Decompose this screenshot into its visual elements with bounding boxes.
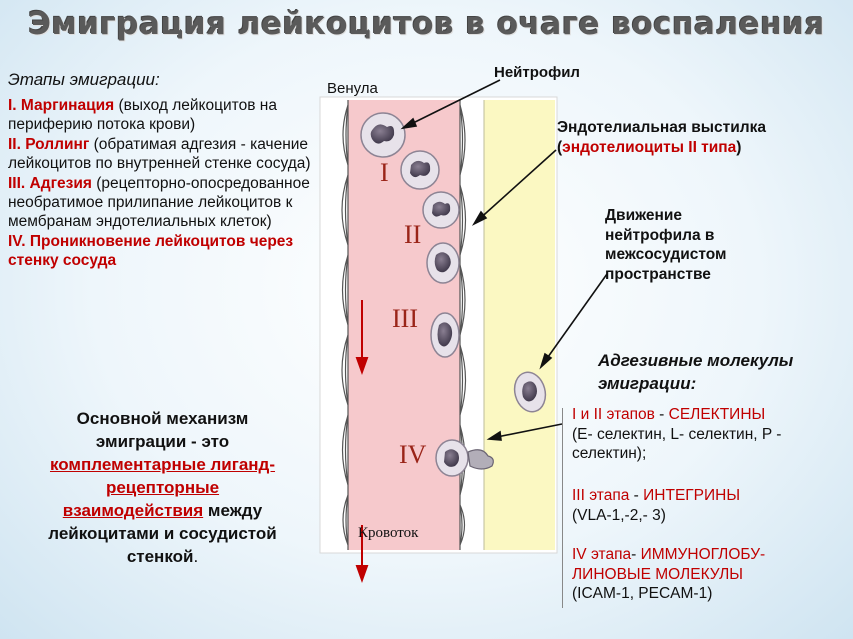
neutrophil-stage4 <box>435 439 494 477</box>
adhesion-integrins: III этапа - ИНТЕГРИНЫ(VLA-1,-2,- 3) <box>572 487 741 524</box>
column-divider <box>562 408 563 608</box>
endothelial-cells-right <box>459 100 467 550</box>
movement-label: Движение нейтрофила в межсосудистом прос… <box>605 207 727 283</box>
stage-text: (рецепторно-опосредованное необратимое п… <box>8 174 310 231</box>
flow-arrows <box>355 300 369 583</box>
stage-label: IV. Проникновение лейкоцитов через стенк… <box>8 232 294 270</box>
stage-numeral-2: II <box>404 220 422 249</box>
adhesion-header: Адгезивные молекулы эмиграции: <box>598 351 794 393</box>
page-title: Эмиграция лейкоцитов в очаге воспаления <box>28 6 825 42</box>
endothelium-label: Эндотелиальная выстилка(эндотелиоциты II… <box>557 119 766 156</box>
vessel-wall-right <box>460 100 484 550</box>
venule-label: Венула <box>327 80 378 97</box>
stage-numeral-3: III <box>392 304 418 333</box>
mechanism-part1: Основной механизм эмиграции - это <box>76 409 249 451</box>
vessel-wall-left <box>322 100 348 550</box>
stage-label: I. Маргинация <box>8 97 115 114</box>
mechanism-highlight: комплементарные лиганд- рецепторные взаи… <box>49 455 276 520</box>
neutrophil-stage3 <box>430 312 460 358</box>
blood-flow-label: Кровоток <box>358 525 419 541</box>
mechanism-text: Основной механизм эмиграции - это компле… <box>40 407 285 568</box>
stage-label: II. Роллинг <box>8 135 90 153</box>
neutrophil-migrated <box>513 371 547 413</box>
endothelial-cells-left <box>341 100 349 550</box>
stage-label: III. Адгезия <box>8 174 92 192</box>
neutrophil-stage2 <box>422 191 460 229</box>
stage-text: (выход лейкоцитов на периферию потока кр… <box>8 97 277 134</box>
stages-list: I. Маргинация (выход лейкоцитов на периф… <box>8 96 313 271</box>
adhesion-immunoglobulins: IV этапа- ИММУНОГЛОБУ-ЛИНОВЫЕ МОЛЕКУЛЫ(I… <box>572 546 766 602</box>
neutrophil-stage1 <box>360 112 406 158</box>
stages-header: Этапы эмиграции: <box>8 70 160 89</box>
stage-item-3: III. Адгезия (рецепторно-опосредованное … <box>8 174 313 232</box>
stage-item-4: IV. Проникновение лейкоцитов через стенк… <box>8 232 313 271</box>
stage-item-2: II. Роллинг (обратимая адгезия - качение… <box>8 135 313 174</box>
adhesion-selectins: I и II этапов - СЕЛЕКТИНЫ(E- селектин, L… <box>572 406 782 462</box>
mechanism-part2: между лейкоцитами и сосудистой стенкой <box>48 501 277 566</box>
mechanism-period: . <box>193 547 199 566</box>
neutrophil-stage2b <box>426 242 460 284</box>
stage-text: (обратимая адгезия - качение лейкоцитов … <box>8 135 311 173</box>
interstitial-space <box>484 100 555 550</box>
endothelium-highlight: эндотелиоциты II типа <box>562 138 737 156</box>
stage-numeral-1: I <box>380 158 389 187</box>
stage-numeral-4: IV <box>399 440 427 469</box>
pointer-arrows <box>400 79 608 441</box>
neutrophil-label: Нейтрофил <box>494 64 580 81</box>
neutrophil-stage1b <box>400 150 440 190</box>
stage-item-1: I. Маргинация (выход лейкоцитов на периф… <box>8 96 313 135</box>
